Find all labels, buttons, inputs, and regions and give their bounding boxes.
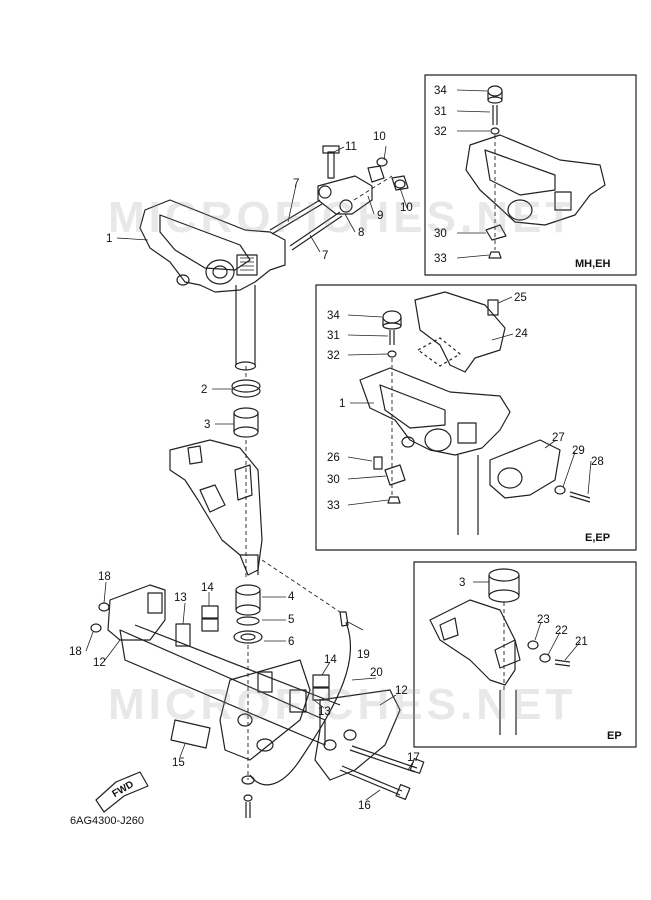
clamp-bracket-drawing: [169, 439, 263, 576]
callout-12a[interactable]: 12: [93, 657, 106, 669]
callout-3[interactable]: 3: [204, 419, 211, 431]
callout-10b[interactable]: 10: [400, 202, 413, 214]
callout-9[interactable]: 9: [377, 210, 384, 222]
callout-6[interactable]: 6: [288, 636, 295, 648]
callout-eep-29[interactable]: 29: [572, 445, 585, 457]
callout-18a[interactable]: 18: [98, 571, 111, 583]
callout-7b[interactable]: 7: [322, 250, 329, 262]
callout-eep-32[interactable]: 32: [327, 350, 340, 362]
callout-2[interactable]: 2: [201, 384, 208, 396]
callout-14a[interactable]: 14: [201, 582, 214, 594]
swivel-bracket-drawing: [139, 199, 286, 371]
friction-pad-drawing: [170, 719, 211, 749]
callout-13b[interactable]: 13: [318, 706, 331, 718]
callout-eep-26[interactable]: 26: [327, 452, 340, 464]
clamp-drawing: [317, 145, 409, 215]
callout-ep-3[interactable]: 3: [459, 577, 466, 589]
inset-label-mh-eh: MH,EH: [575, 258, 611, 270]
callout-eep-1[interactable]: 1: [339, 398, 346, 410]
callout-19[interactable]: 19: [357, 649, 370, 661]
callout-mh-31[interactable]: 31: [434, 106, 447, 118]
fwd-arrow-shape: [95, 771, 149, 813]
centre-lines: [245, 175, 393, 780]
callout-eep-24[interactable]: 24: [515, 328, 528, 340]
stud-bolts-drawing: [269, 199, 343, 251]
callout-14b[interactable]: 14: [324, 654, 337, 666]
callout-mh-32[interactable]: 32: [434, 126, 447, 138]
callout-eep-25[interactable]: 25: [514, 292, 527, 304]
callout-11[interactable]: 11: [345, 141, 357, 153]
callout-ep-23[interactable]: 23: [537, 614, 550, 626]
callout-ep-22[interactable]: 22: [555, 625, 568, 637]
callout-18b[interactable]: 18: [69, 646, 82, 658]
callout-7a[interactable]: 7: [293, 178, 300, 190]
callout-eep-27[interactable]: 27: [552, 432, 565, 444]
bushings-drawing: [231, 379, 261, 438]
inset-mh-eh-drawing: [465, 85, 606, 259]
inset-label-e-ep: E,EP: [585, 532, 611, 544]
inset-ep-drawing: [429, 568, 571, 735]
callout-mh-34[interactable]: 34: [434, 85, 447, 97]
callout-20[interactable]: 20: [370, 667, 383, 679]
callout-5[interactable]: 5: [288, 614, 295, 626]
callout-15[interactable]: 15: [172, 757, 185, 769]
watermark-top: MICROFICHES.NET: [108, 193, 577, 242]
callout-ep-21[interactable]: 21: [575, 636, 588, 648]
callout-eep-34[interactable]: 34: [327, 310, 340, 322]
callout-17[interactable]: 17: [407, 752, 420, 764]
callout-16[interactable]: 16: [358, 800, 371, 812]
callout-eep-28[interactable]: 28: [591, 456, 604, 468]
watermark-bottom: MICROFICHES.NET: [108, 680, 577, 729]
grease-fitting-drawing: [249, 611, 352, 786]
bottom-small-parts-drawing: [241, 775, 255, 818]
callout-10a[interactable]: 10: [373, 131, 386, 143]
callout-mh-33[interactable]: 33: [434, 253, 447, 265]
lower-bolts-drawing: [339, 745, 425, 801]
callout-13a[interactable]: 13: [174, 592, 187, 604]
callout-mh-30[interactable]: 30: [434, 228, 447, 240]
callout-12b[interactable]: 12: [395, 685, 408, 697]
callout-eep-33[interactable]: 33: [327, 500, 340, 512]
callout-eep-30[interactable]: 30: [327, 474, 340, 486]
inset-e-ep-drawing: [359, 291, 591, 535]
callout-eep-31[interactable]: 31: [327, 330, 340, 342]
diagram-code: 6AG4300-J260: [70, 815, 144, 827]
leader-lines: [85, 89, 592, 801]
inset-e-ep-frame: [315, 284, 637, 551]
callout-1[interactable]: 1: [106, 233, 113, 245]
inset-mh-eh-frame: [424, 74, 637, 276]
inset-label-ep: EP: [607, 730, 622, 742]
screws-18-drawing: [90, 602, 110, 633]
callout-4[interactable]: 4: [288, 591, 295, 603]
lower-bushing-drawing: [233, 584, 263, 644]
inset-ep-frame: [413, 561, 637, 748]
callout-8[interactable]: 8: [358, 227, 365, 239]
